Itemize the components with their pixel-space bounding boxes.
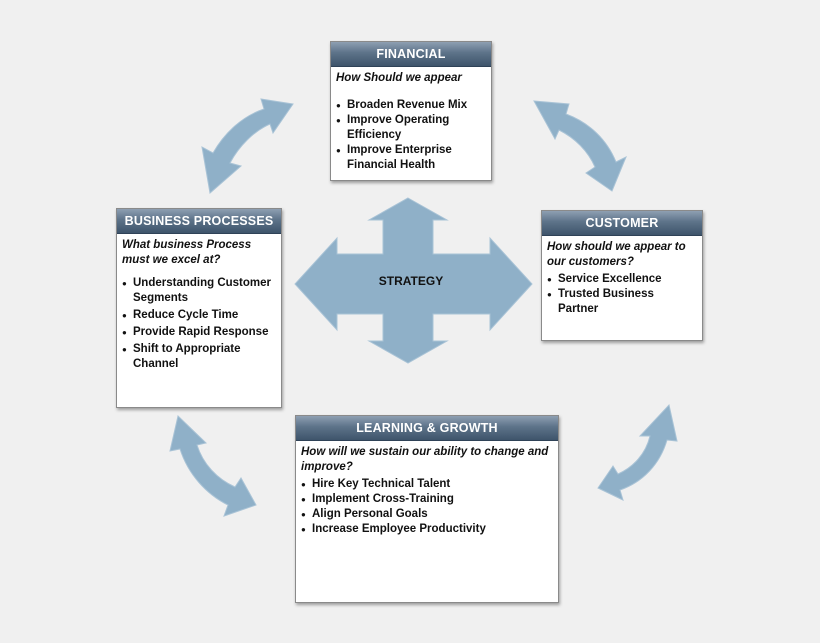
list-item: Service Excellence	[547, 272, 697, 287]
list-item: Align Personal Goals	[301, 507, 553, 522]
learning-growth-items: Hire Key Technical Talent Implement Cros…	[301, 477, 553, 537]
financial-question: How Should we appear	[336, 72, 462, 84]
business-processes-box: BUSINESS PROCESSES What business Process…	[116, 208, 282, 408]
list-item: Hire Key Technical Talent	[301, 477, 553, 492]
business-processes-title: BUSINESS PROCESSES	[117, 209, 281, 234]
strategy-label: STRATEGY	[378, 274, 444, 288]
customer-body: How should we appear to our customers? S…	[542, 236, 702, 321]
list-item: Reduce Cycle Time	[122, 308, 276, 323]
financial-box: FINANCIAL How Should we appear Broaden R…	[330, 41, 492, 181]
curved-arrow-bottom-left-icon	[169, 415, 257, 517]
learning-growth-title: LEARNING & GROWTH	[296, 416, 558, 441]
list-item: Shift to Appropriate Channel	[122, 342, 276, 372]
business-processes-items: Understanding Customer Segments Reduce C…	[122, 276, 276, 372]
customer-question: How should we appear to our customers?	[547, 241, 686, 268]
list-item: Improve Enterprise Financial Health	[336, 143, 486, 173]
list-item: Improve Operating Efficiency	[336, 113, 486, 143]
curved-arrow-top-right-icon	[533, 100, 627, 192]
list-item: Provide Rapid Response	[122, 325, 276, 340]
learning-growth-box: LEARNING & GROWTH How will we sustain ou…	[295, 415, 559, 603]
financial-title: FINANCIAL	[331, 42, 491, 67]
financial-items: Broaden Revenue Mix Improve Operating Ef…	[336, 98, 486, 173]
list-item: Understanding Customer Segments	[122, 276, 276, 306]
customer-items: Service Excellence Trusted Business Part…	[547, 272, 697, 317]
list-item: Increase Employee Productivity	[301, 522, 553, 537]
business-processes-body: What business Process must we excel at? …	[117, 234, 281, 376]
financial-body: How Should we appear Broaden Revenue Mix…	[331, 67, 491, 177]
list-item: Implement Cross-Training	[301, 492, 553, 507]
business-processes-question: What business Process must we excel at?	[122, 239, 252, 266]
list-item: Trusted Business Partner	[547, 287, 666, 317]
customer-box: CUSTOMER How should we appear to our cus…	[541, 210, 703, 341]
customer-title: CUSTOMER	[542, 211, 702, 236]
learning-growth-body: How will we sustain our ability to chang…	[296, 441, 558, 541]
list-item: Broaden Revenue Mix	[336, 98, 486, 113]
curved-arrow-bottom-right-icon	[597, 403, 678, 501]
curved-arrow-top-left-icon	[201, 98, 294, 194]
four-way-arrow-icon	[294, 197, 533, 364]
learning-growth-question: How will we sustain our ability to chang…	[301, 446, 549, 473]
